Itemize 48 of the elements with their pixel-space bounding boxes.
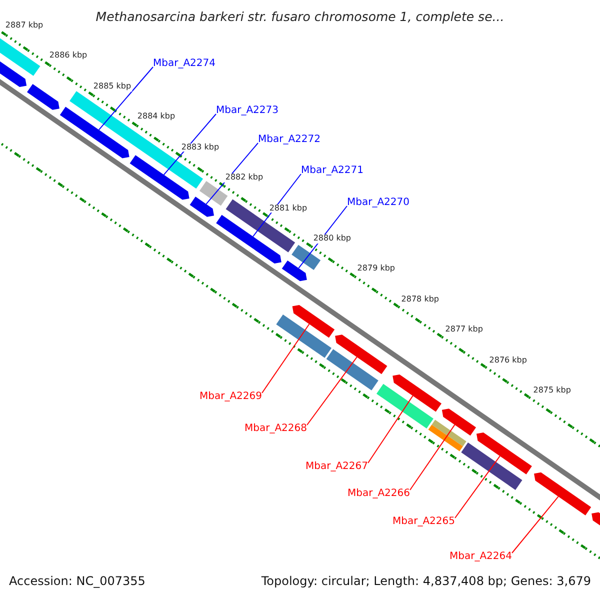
scale-label: 2884 kbp	[136, 112, 176, 122]
gene-block	[190, 196, 214, 217]
gene-block	[27, 84, 60, 110]
gene-block	[442, 408, 476, 436]
scale-label: 2880 kbp	[312, 234, 352, 244]
gene-label: Mbar_A2265	[392, 516, 455, 527]
accession-text: Accession: NC_007355	[9, 575, 146, 588]
gene-label: Mbar_A2271	[301, 165, 364, 176]
scale-label: 2875 kbp	[532, 386, 572, 396]
diagram-title: Methanosarcina barkeri str. fusaro chromosome 1, complete se...	[94, 10, 506, 24]
gene-block	[130, 155, 190, 200]
scale-label: 2878 kbp	[400, 296, 440, 304]
gene-label: Mbar_A2272	[258, 134, 321, 145]
leader-line	[163, 114, 216, 176]
scale-label: 2886 kbp	[48, 52, 88, 61]
leader-line	[368, 395, 414, 464]
gene-label: Mbar_A2269	[199, 391, 262, 402]
leader-line	[262, 324, 310, 394]
scale-label: 2885 kbp	[92, 82, 132, 92]
leader-line	[306, 356, 358, 426]
gene-label: Mbar_A2266	[347, 488, 410, 499]
scale-label: 2887 kbp	[4, 21, 44, 30]
gene-label: Mbar_A2270	[347, 197, 410, 208]
gene-block	[282, 260, 307, 282]
gene-block	[335, 334, 388, 374]
leader-line	[252, 174, 302, 237]
gene-block	[60, 106, 130, 158]
gene-block	[476, 432, 532, 474]
leader-line	[410, 424, 456, 490]
gene-label: Mbar_A2273	[216, 105, 279, 116]
gene-block	[216, 214, 282, 264]
leader-line	[512, 496, 559, 554]
gene-block	[292, 305, 335, 338]
gene-label: Mbar_A2274	[153, 58, 216, 69]
gene-block	[534, 472, 592, 516]
leader-line	[98, 66, 154, 130]
scale-label: 2879 kbp	[356, 265, 396, 274]
scale-label: 2883 kbp	[180, 143, 220, 152]
gene-block	[392, 374, 442, 412]
gene-label: Mbar_A2268	[244, 423, 307, 434]
gene-label: Mbar_A2267	[305, 461, 368, 472]
scale-label: 2882 kbp	[224, 174, 264, 182]
scale-label: 2876 kbp	[488, 356, 528, 366]
gene-label: Mbar_A2264	[449, 551, 512, 562]
leader-line	[206, 142, 258, 205]
scale-label: 2877 kbp	[444, 326, 484, 335]
leader-line	[454, 456, 500, 518]
genome-info-text: Topology: circular; Length: 4,837,408 bp; Genes: 3,679	[261, 575, 591, 588]
